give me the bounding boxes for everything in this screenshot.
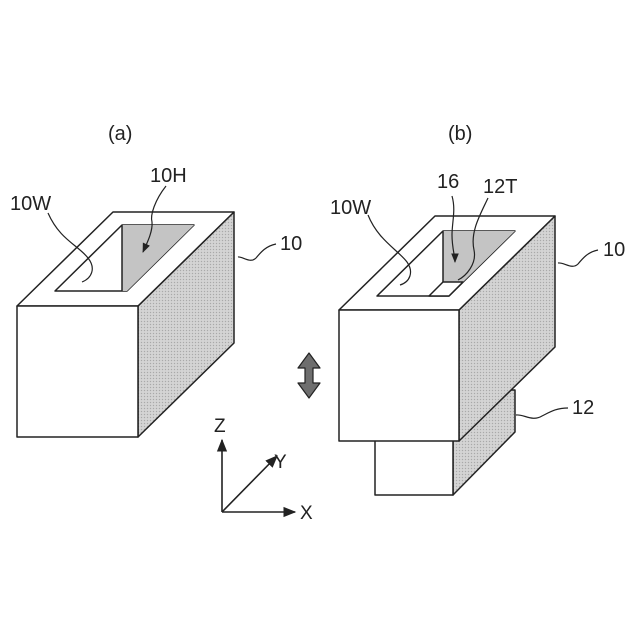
panel-a: (a) 10W 10H 10 [10, 123, 302, 437]
label-16: 16 [437, 171, 459, 193]
block-10-panel-a [17, 212, 234, 437]
block-10-panel-b [339, 216, 555, 441]
label-10w-a: 10W [10, 193, 51, 215]
axis-label-z: Z [214, 416, 226, 437]
axis-label-y: Y [274, 452, 287, 473]
double-arrow-shape [298, 353, 320, 398]
label-12t: 12T [483, 176, 517, 198]
panel-b: (b) 10W 16 12T 10 12 [330, 123, 625, 495]
axis-label-x: X [300, 503, 313, 524]
coordinate-axes [222, 440, 295, 512]
y-axis-line [222, 456, 277, 512]
label-10w-b: 10W [330, 197, 371, 219]
block-b-front-face [339, 310, 459, 441]
leader-10-b [558, 250, 598, 266]
leader-12 [516, 408, 568, 418]
label-10-a: 10 [280, 233, 302, 255]
label-12: 12 [572, 397, 594, 419]
block-a-front-face [17, 306, 138, 437]
panel-a-caption: (a) [108, 123, 132, 145]
vertical-double-arrow-icon [298, 353, 320, 398]
label-10h: 10H [150, 165, 187, 187]
label-10-b: 10 [603, 239, 625, 261]
leader-10-a [238, 244, 276, 260]
panel-b-caption: (b) [448, 123, 472, 145]
